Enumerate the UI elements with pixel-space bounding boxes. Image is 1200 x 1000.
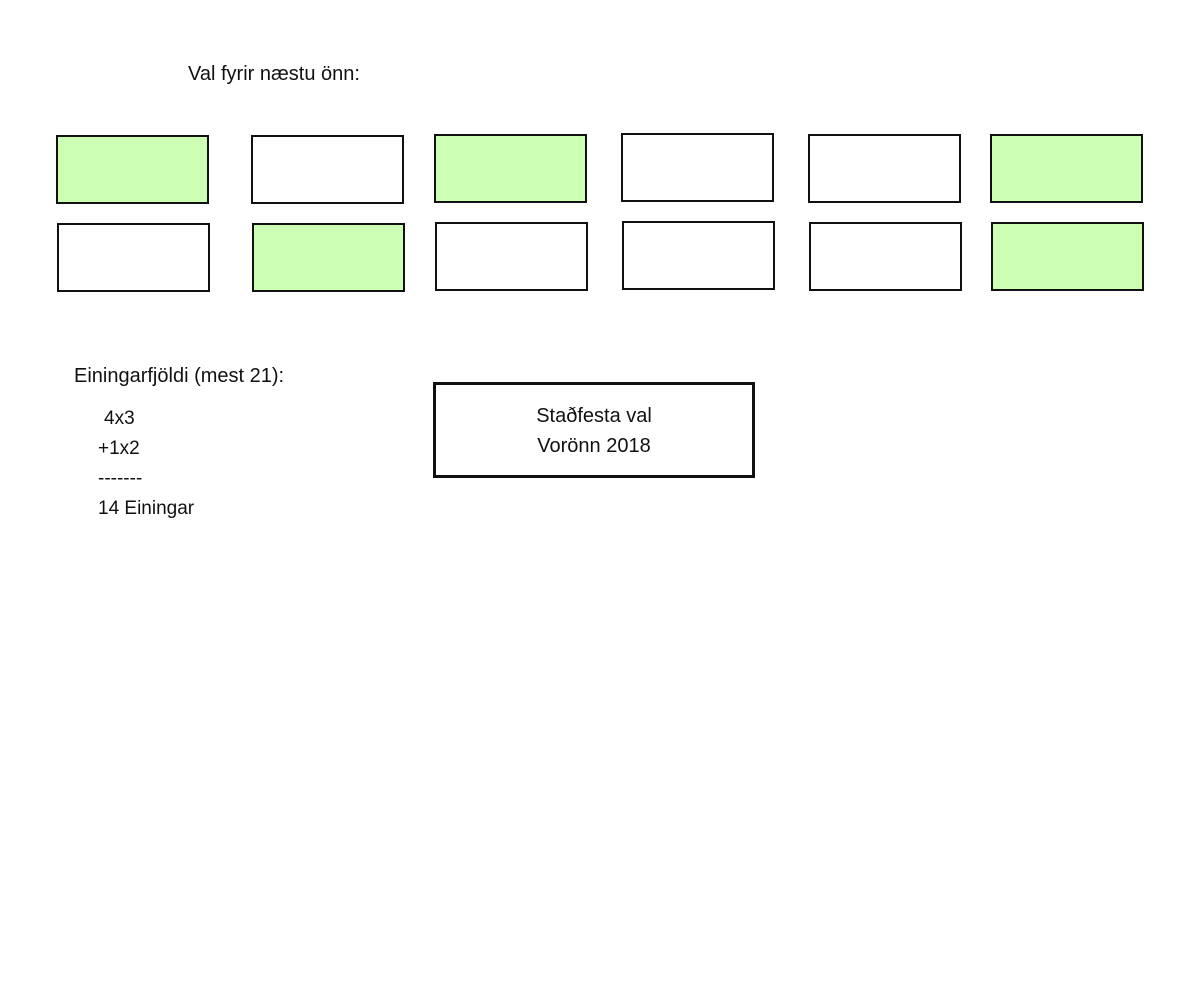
course-box-selected[interactable]	[56, 135, 209, 204]
confirm-button-label: Staðfesta val	[536, 405, 652, 427]
units-total: 14 Einingar	[98, 498, 195, 519]
units-label: Einingarfjöldi (mest 21):	[74, 365, 285, 387]
units-line-main: 4x3	[104, 408, 135, 429]
course-box-empty[interactable]	[57, 223, 210, 292]
units-separator: -------	[98, 468, 143, 489]
course-box-empty[interactable]	[435, 222, 588, 291]
course-box-empty[interactable]	[251, 135, 404, 204]
course-box-empty[interactable]	[622, 221, 775, 290]
units-calculation: 4x3 +1x2 ------- 14 Einingar	[98, 404, 194, 524]
confirm-selection-button[interactable]: Staðfesta val Vorönn 2018	[433, 382, 755, 478]
course-box-selected[interactable]	[991, 222, 1144, 291]
units-line-extra: +1x2	[98, 438, 140, 459]
confirm-button-semester: Vorönn 2018	[537, 435, 651, 457]
course-box-empty[interactable]	[808, 134, 961, 203]
course-box-selected[interactable]	[252, 223, 405, 292]
course-box-empty[interactable]	[621, 133, 774, 202]
course-box-selected[interactable]	[434, 134, 587, 203]
course-box-selected[interactable]	[990, 134, 1143, 203]
page-heading: Val fyrir næstu önn:	[188, 63, 360, 85]
course-box-empty[interactable]	[809, 222, 962, 291]
